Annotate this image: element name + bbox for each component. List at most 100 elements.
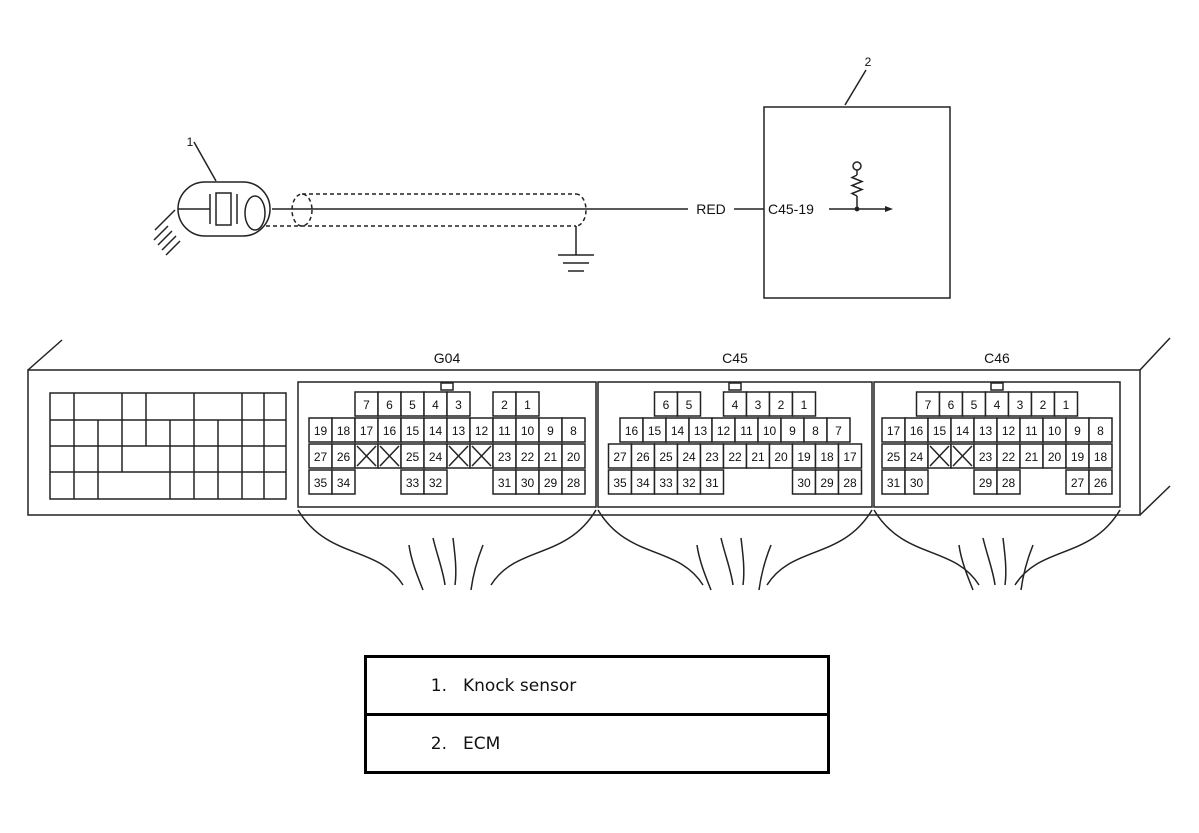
pin-label: 25 bbox=[406, 450, 420, 464]
pin-cell bbox=[837, 443, 863, 469]
pin-label: 6 bbox=[948, 398, 955, 412]
wire-harness-line bbox=[432, 537, 446, 586]
pin-label: 10 bbox=[1048, 424, 1062, 438]
wire-color-label: RED bbox=[696, 201, 726, 217]
pin-label: 22 bbox=[728, 450, 742, 464]
pin-label: 3 bbox=[455, 398, 462, 412]
pin-label: 18 bbox=[820, 450, 834, 464]
pin-label: 30 bbox=[797, 476, 811, 490]
pin-label: 29 bbox=[820, 476, 834, 490]
pin-cell bbox=[1088, 417, 1113, 443]
pin-label: 20 bbox=[774, 450, 788, 464]
pin-label: 27 bbox=[613, 450, 627, 464]
pin-cell bbox=[561, 469, 586, 495]
pin-label: 12 bbox=[1002, 424, 1016, 438]
pin-label: 20 bbox=[1048, 450, 1062, 464]
pin-label: 4 bbox=[994, 398, 1001, 412]
pin-cell bbox=[791, 391, 817, 417]
pin-label: 35 bbox=[314, 476, 328, 490]
pin-cell bbox=[561, 417, 586, 443]
pin-label: 19 bbox=[1071, 450, 1085, 464]
pin-label: 18 bbox=[337, 424, 351, 438]
pin-label: 15 bbox=[406, 424, 420, 438]
pin-cell bbox=[1053, 391, 1079, 417]
pin-label: 27 bbox=[1071, 476, 1085, 490]
pin-cell bbox=[837, 469, 863, 495]
pin-label: 1 bbox=[524, 398, 531, 412]
pin-label: 23 bbox=[979, 450, 993, 464]
pin-label: 17 bbox=[843, 450, 857, 464]
legend-table: 1. Knock sensor 2. ECM bbox=[364, 655, 830, 774]
pin-label: 25 bbox=[659, 450, 673, 464]
pin-label: 11 bbox=[740, 424, 753, 438]
wire-harness-line bbox=[958, 544, 974, 591]
pin-label: 29 bbox=[544, 476, 558, 490]
wire-harness-line bbox=[490, 509, 597, 586]
pin-cell bbox=[676, 391, 702, 417]
pin-label: 9 bbox=[789, 424, 796, 438]
unused-pin-mark bbox=[448, 445, 469, 467]
wire-harness-line bbox=[766, 509, 873, 586]
wire-harness-line bbox=[297, 509, 404, 586]
pin-label: 5 bbox=[686, 398, 693, 412]
wire-harness-line bbox=[1020, 544, 1034, 591]
pin-label: 18 bbox=[1094, 450, 1108, 464]
pin-label: 15 bbox=[648, 424, 662, 438]
pin-label: 22 bbox=[1002, 450, 1016, 464]
pin-label: 19 bbox=[314, 424, 328, 438]
wire-harness-line bbox=[1014, 509, 1121, 586]
pin-label: 12 bbox=[717, 424, 731, 438]
pin-label: 23 bbox=[498, 450, 512, 464]
pin-cell bbox=[996, 469, 1021, 495]
pin-label: 5 bbox=[971, 398, 978, 412]
pin-label: 28 bbox=[843, 476, 857, 490]
ecm-housing bbox=[27, 337, 1171, 516]
wire-harness-line bbox=[1002, 537, 1007, 586]
connector-frame bbox=[597, 381, 873, 508]
pin-cell bbox=[1088, 469, 1113, 495]
pin-label: 1 bbox=[801, 398, 808, 412]
wire-harness-line bbox=[740, 537, 745, 586]
ecm-box bbox=[763, 69, 951, 299]
pin-label: 9 bbox=[547, 424, 554, 438]
wire-harness-line bbox=[597, 509, 704, 586]
pin-label: 30 bbox=[910, 476, 924, 490]
connector-latch bbox=[440, 382, 454, 391]
legend-row: 1. Knock sensor bbox=[366, 657, 829, 715]
pin-label: 16 bbox=[910, 424, 924, 438]
pin-cell bbox=[423, 469, 448, 495]
wire-harness-line bbox=[452, 537, 457, 586]
pin-label: 1 bbox=[1063, 398, 1070, 412]
pin-label: 15 bbox=[933, 424, 947, 438]
shielded-cable bbox=[266, 193, 764, 272]
pin-label: 9 bbox=[1074, 424, 1081, 438]
pin-cell bbox=[826, 417, 851, 443]
callout-sensor: 1 bbox=[187, 135, 194, 149]
pin-label: 8 bbox=[812, 424, 819, 438]
unused-pin-mark bbox=[929, 445, 950, 467]
pin-label: 16 bbox=[625, 424, 639, 438]
pin-label: 13 bbox=[979, 424, 993, 438]
unused-connector-grid bbox=[49, 392, 287, 500]
pin-label: 26 bbox=[1094, 476, 1108, 490]
pin-label: 26 bbox=[337, 450, 351, 464]
pin-label: 31 bbox=[705, 476, 719, 490]
pin-label: 32 bbox=[429, 476, 443, 490]
pin-label: 28 bbox=[567, 476, 581, 490]
legend-number: 2. bbox=[365, 713, 461, 773]
connector-latch bbox=[728, 382, 742, 391]
pin-label: 13 bbox=[694, 424, 708, 438]
pin-label: 14 bbox=[429, 424, 443, 438]
pin-label: 24 bbox=[429, 450, 443, 464]
pin-label: 24 bbox=[682, 450, 696, 464]
pin-label: 8 bbox=[1097, 424, 1104, 438]
wire-harness-line bbox=[408, 544, 424, 591]
pin-label: 3 bbox=[755, 398, 762, 412]
connector-frame bbox=[873, 381, 1121, 508]
pin-label: 3 bbox=[1017, 398, 1024, 412]
